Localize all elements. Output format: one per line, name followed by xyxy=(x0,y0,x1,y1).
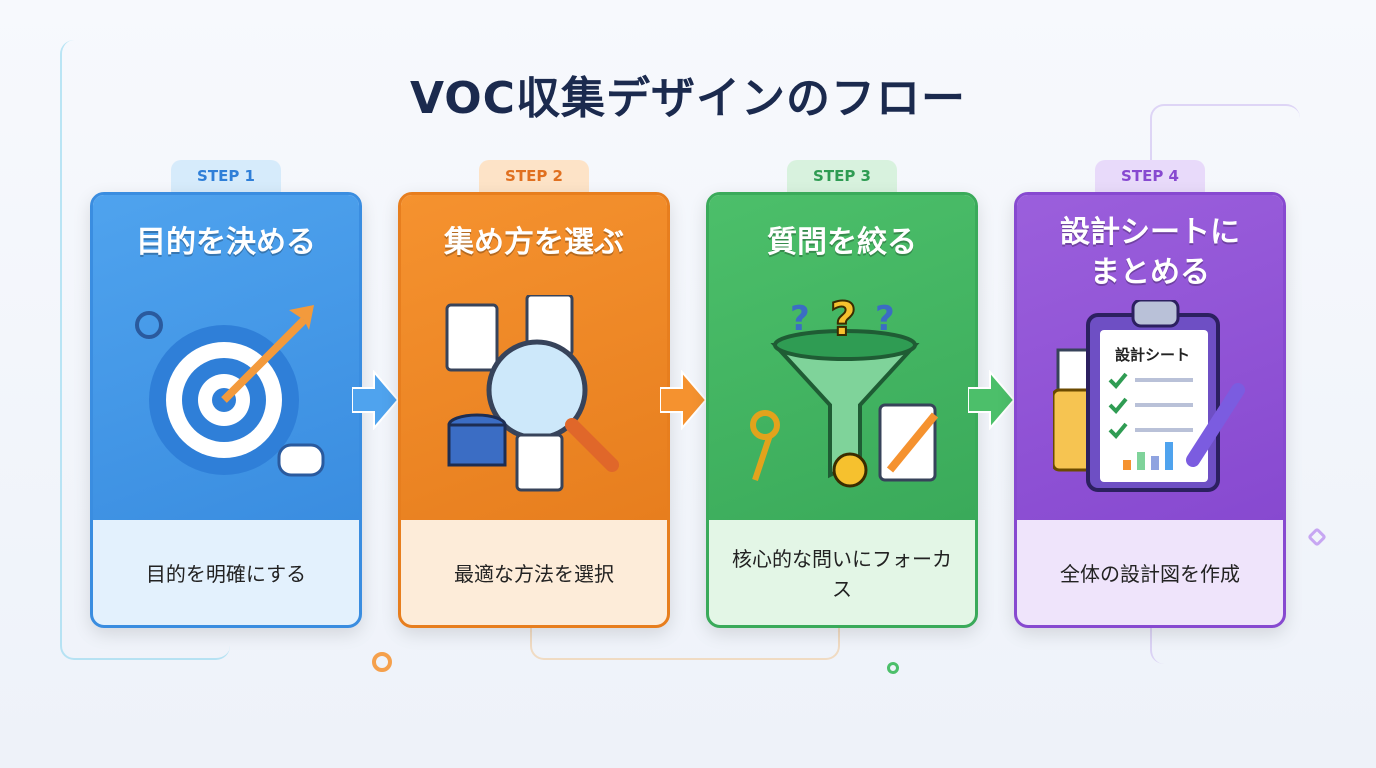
step-card-questions: 質問を絞る 核心的な問いにフォーカス xyxy=(706,192,978,628)
step-tab-1: STEP 1 xyxy=(171,160,281,194)
decor-line xyxy=(60,40,230,660)
sheet-label: 設計シート xyxy=(1115,346,1190,364)
step-description: 最適な方法を選択 xyxy=(454,562,614,586)
step-card-purpose: 目的を決める 目的を明確にする xyxy=(90,192,362,628)
step-title: 目的を決める xyxy=(136,225,316,260)
step-title: 質問を絞る xyxy=(767,225,917,260)
step-description: 目的を明確にする xyxy=(145,562,307,586)
step-description: 全体の設計図を作成 xyxy=(1060,562,1240,586)
decor-dot xyxy=(1307,527,1327,547)
step-title: 集め方を選ぶ xyxy=(444,225,624,260)
step-tab-2: STEP 2 xyxy=(479,160,589,194)
clipboard-sheet-icon: 設計シート xyxy=(1053,300,1253,500)
decor-line xyxy=(530,600,840,660)
target-arrow-icon xyxy=(129,295,329,495)
decor-dot xyxy=(887,662,899,674)
magnifier-documents-icon xyxy=(437,295,637,495)
funnel-questions-icon xyxy=(745,295,945,495)
step-card-sheet: 設計シートにまとめる 設計シート 全体の設計図を作成 xyxy=(1014,192,1286,628)
step-description: 核心的な問いにフォーカス xyxy=(732,547,952,601)
flow-arrow-icon xyxy=(352,370,398,430)
flow-arrow-icon xyxy=(968,370,1014,430)
step-title: 設計シートにまとめる xyxy=(1060,215,1240,290)
step-card-method: 集め方を選ぶ 最適な方法を選択 xyxy=(398,192,670,628)
flow-arrow-icon xyxy=(660,370,706,430)
decor-dot xyxy=(372,652,392,672)
step-tab-4: STEP 4 xyxy=(1095,160,1205,194)
step-tab-3: STEP 3 xyxy=(787,160,897,194)
page-title: VOC収集デザインのフロー xyxy=(410,73,966,124)
